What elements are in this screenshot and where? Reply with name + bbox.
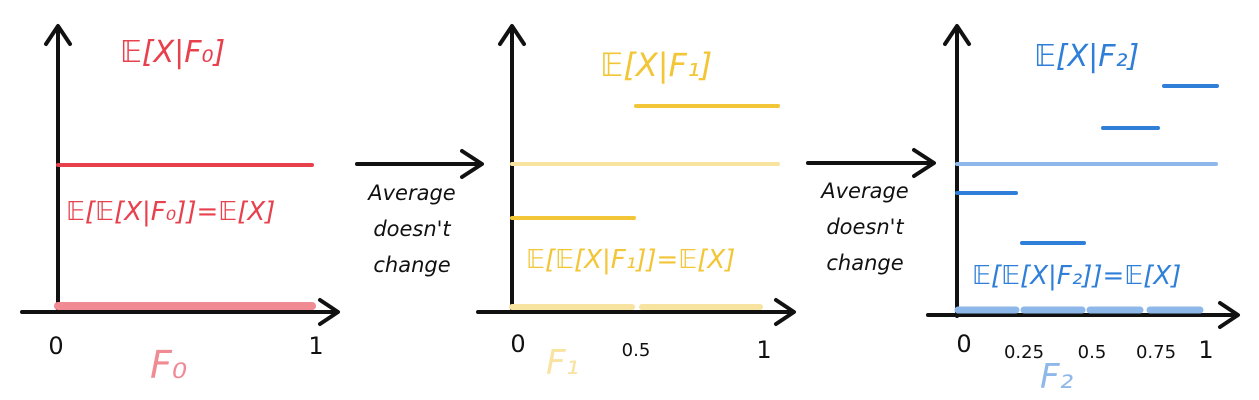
y-axis-arrowhead <box>498 24 526 46</box>
arrow-note-line: change <box>826 251 903 275</box>
tick-label: 0 <box>510 330 525 358</box>
tick-label: 1 <box>308 332 323 360</box>
arrow-head <box>460 149 484 179</box>
arrow-note-line: doesn't <box>826 215 904 239</box>
expectation-equation: 𝔼[𝔼[X|F₂]]=𝔼[X] <box>972 261 1181 291</box>
tick-label: 0.25 <box>1004 342 1044 363</box>
tick-label: 0 <box>48 332 63 360</box>
tick-label: 0 <box>956 330 971 358</box>
arrow-note-line: Average <box>819 179 908 203</box>
y-axis-arrowhead <box>44 24 72 46</box>
y-axis-arrowhead <box>943 24 971 46</box>
arrow-note-line: doesn't <box>373 217 451 241</box>
tick-label: 1 <box>756 336 771 364</box>
tick-label: 1 <box>1198 336 1213 364</box>
panel-f1: 𝔼[X|F₁] 𝔼[𝔼[X|F₁]]=𝔼[X] 0 0.5 1 F₁ <box>476 24 796 383</box>
panel-title: 𝔼[X|F₀] <box>120 35 225 70</box>
filtration-label: F₂ <box>1040 357 1074 397</box>
expectation-equation: 𝔼[𝔼[X|F₁]]=𝔼[X] <box>526 245 735 275</box>
x-axis-arrowhead <box>1218 301 1240 329</box>
tick-label: 0.75 <box>1136 342 1176 363</box>
panel-title: 𝔼[X|F₁] <box>600 46 712 84</box>
x-axis-arrowhead <box>774 298 796 326</box>
arrow-note-line: Average <box>366 181 455 205</box>
tick-label: 0.5 <box>622 340 651 361</box>
arrow-note-line: change <box>373 253 450 277</box>
panel-f0: 𝔼[X|F₀] 𝔼[𝔼[X|F₀]]=𝔼[X] 0 1 F₀ <box>20 24 340 387</box>
tick-label: 0.5 <box>1078 342 1107 363</box>
expectation-equation: 𝔼[𝔼[X|F₀]]=𝔼[X] <box>66 197 275 227</box>
panel-f2: 𝔼[X|F₂] 𝔼[𝔼[X|F₂]]=𝔼[X] 0 0.25 0.5 0.75 … <box>926 24 1240 397</box>
panel-title: 𝔼[X|F₂] <box>1034 39 1139 74</box>
arrow-head <box>912 148 936 178</box>
x-axis-arrowhead <box>318 298 340 326</box>
filtration-label: F₁ <box>546 343 579 383</box>
transition-arrow-1: Average doesn't change <box>355 149 484 277</box>
transition-arrow-2: Average doesn't change <box>806 148 936 275</box>
filtration-label: F₀ <box>150 343 187 387</box>
